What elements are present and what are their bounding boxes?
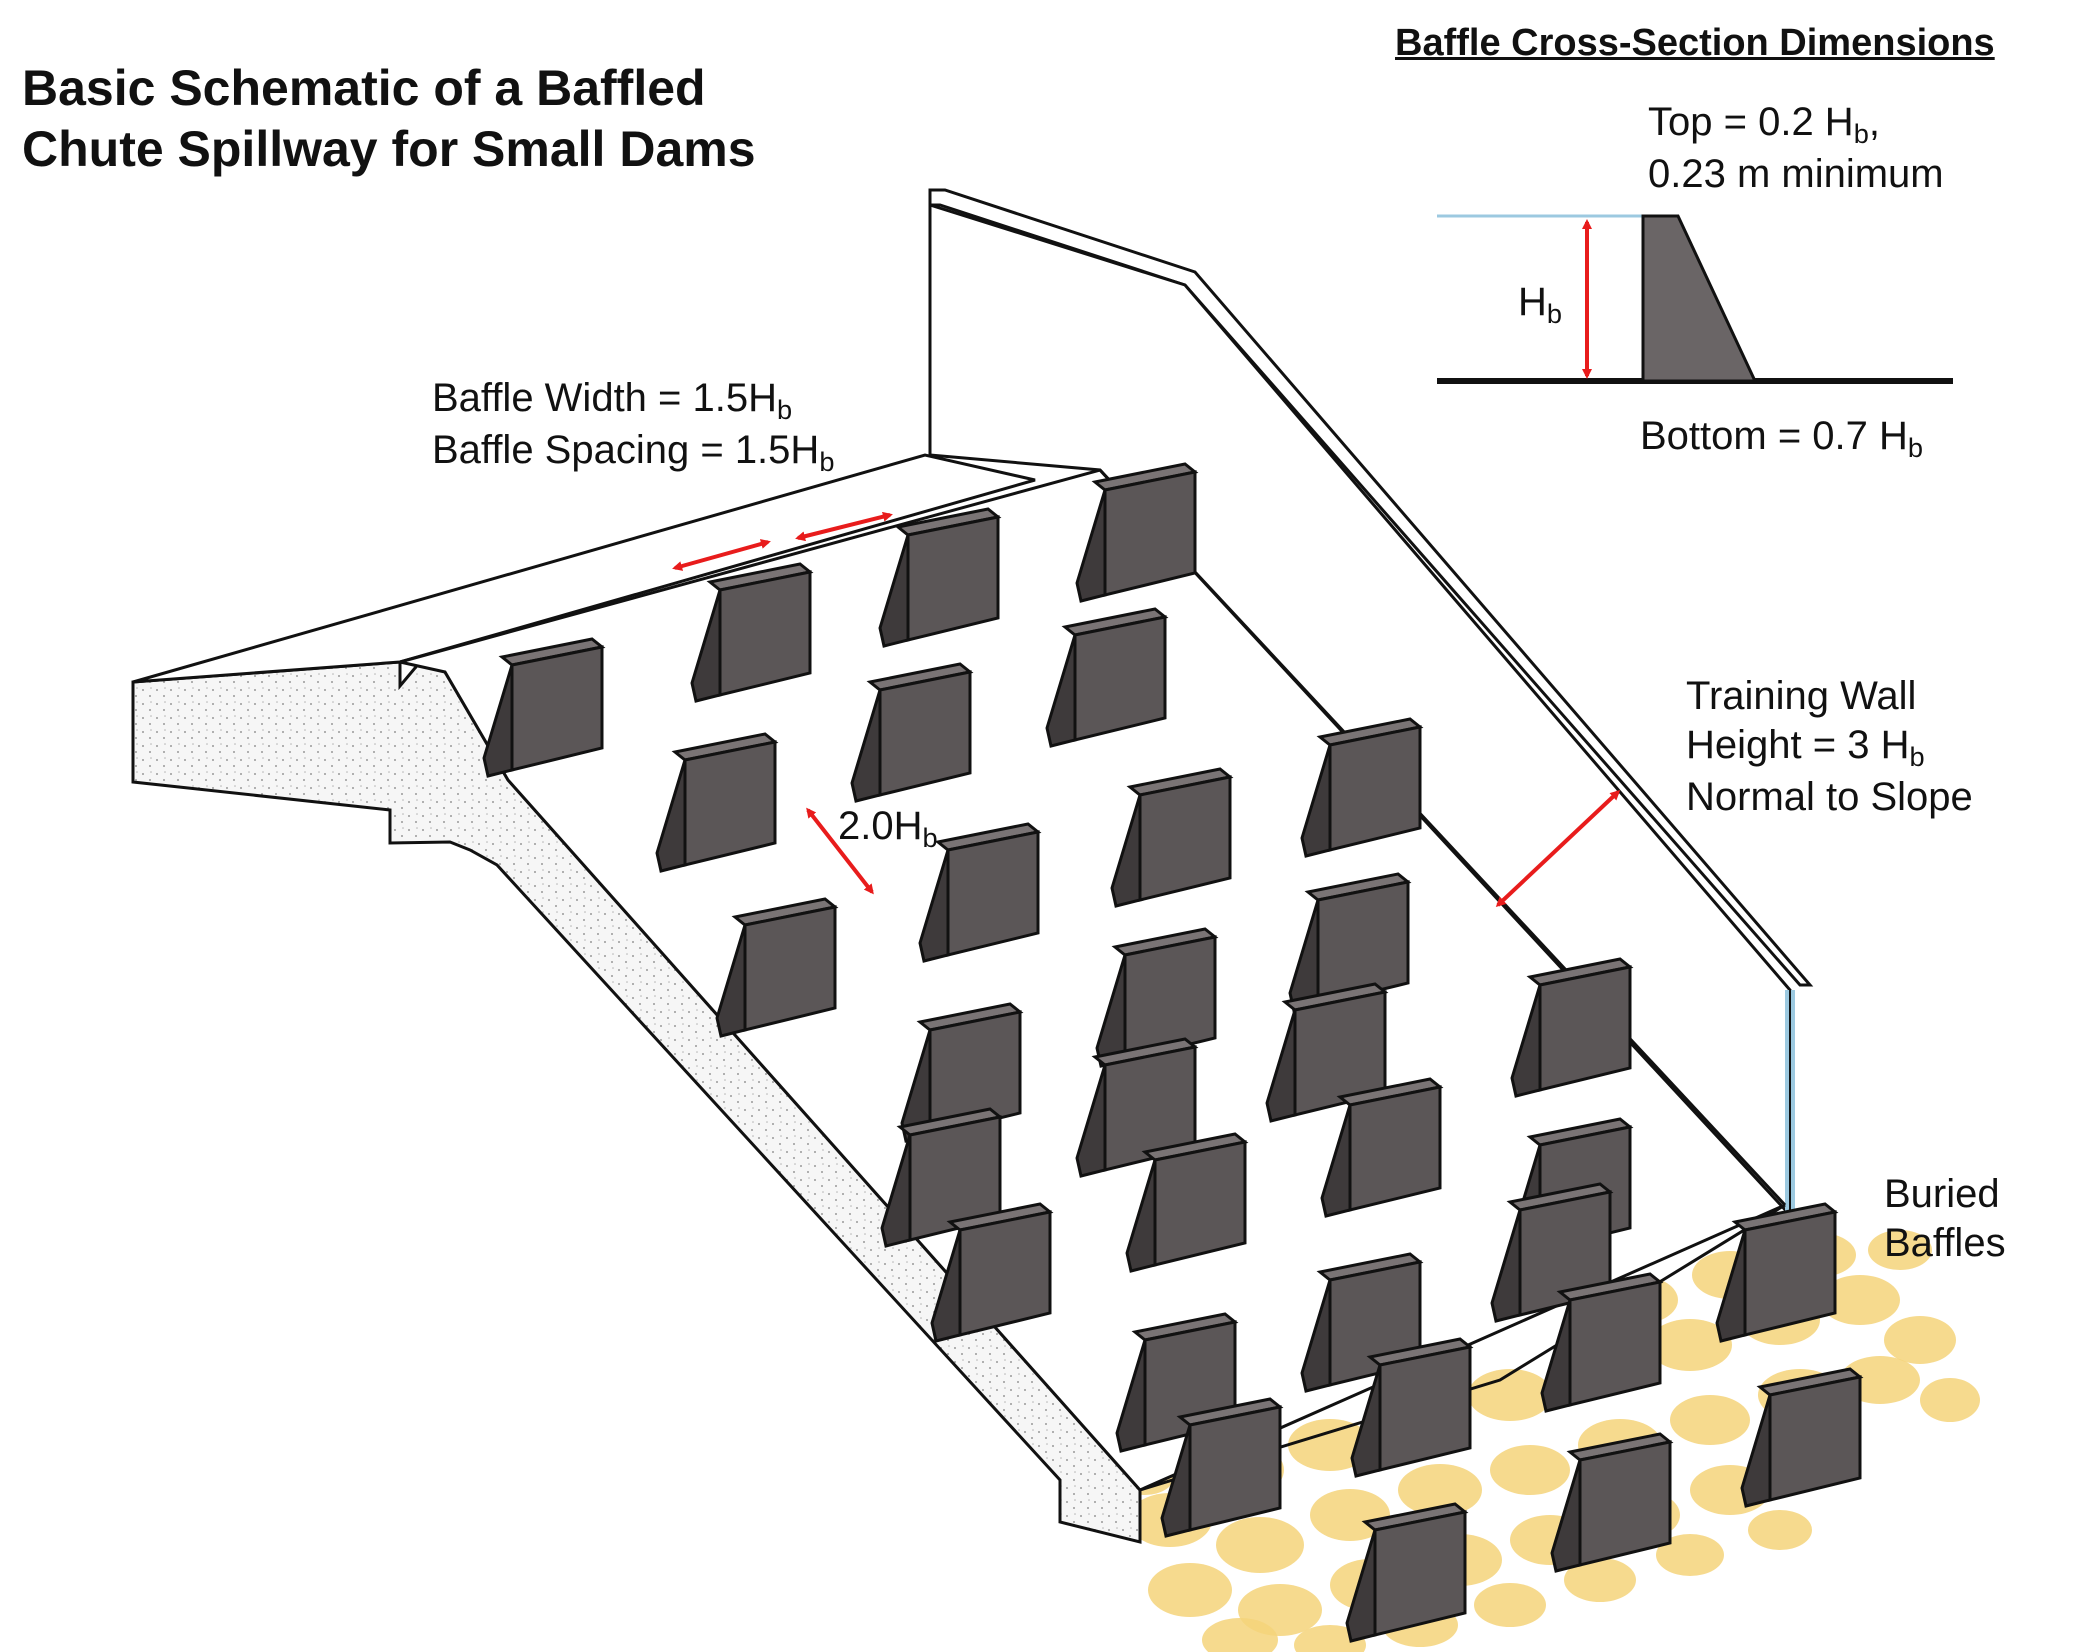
baffle-block xyxy=(1550,1432,1674,1573)
baffle-front-face xyxy=(1373,1510,1467,1637)
baffle-front-face xyxy=(1123,935,1217,1062)
baffle-front-face xyxy=(1328,725,1422,852)
baffle-front-face xyxy=(928,1010,1022,1137)
baffle-front-face xyxy=(1153,1140,1247,1267)
riprap-stone xyxy=(1820,1275,1900,1325)
baffle-front-face xyxy=(1538,965,1632,1092)
baffle-front-face xyxy=(1348,1085,1442,1212)
baffle-block xyxy=(1110,767,1234,908)
baffle-front-face xyxy=(1568,1280,1662,1407)
riprap-stone xyxy=(1748,1510,1812,1550)
wall-base-line xyxy=(1098,468,1787,1207)
cross-section-heading: Baffle Cross-Section Dimensions xyxy=(1395,22,1995,64)
riprap-stone xyxy=(1216,1517,1304,1573)
baffle-block xyxy=(1125,1132,1249,1273)
baffle-front-face xyxy=(878,670,972,797)
buried-baffles-label: Buried Baffles xyxy=(1884,1172,2006,1265)
baffle-width-arrow xyxy=(672,539,771,571)
inset-baffle-profile xyxy=(1641,214,1758,383)
riprap-stone xyxy=(1868,1230,1932,1270)
baffle-front-face xyxy=(1743,1210,1837,1337)
baffle-front-face xyxy=(906,515,1000,642)
baffle-block xyxy=(655,732,779,873)
baffle-front-face xyxy=(1316,880,1410,1007)
training-wall-label: Training Wall Height = 3 Hb Normal to Sl… xyxy=(1686,674,1973,820)
riprap-stone xyxy=(1656,1534,1724,1576)
riprap-stone xyxy=(1648,1319,1732,1371)
hb-label: Hb xyxy=(1518,280,1563,330)
baffle-block xyxy=(1160,1397,1284,1538)
riprap-stone xyxy=(1920,1378,1980,1422)
baffle-front-face xyxy=(718,570,812,697)
baffle-front-face xyxy=(958,1210,1052,1337)
title-line-1: Basic Schematic of a Baffled xyxy=(22,60,706,116)
baffle-front-face xyxy=(510,645,604,772)
baffle-block xyxy=(918,822,1042,963)
baffle-block xyxy=(690,562,814,703)
row-spacing-label: 2.0Hb xyxy=(838,804,938,854)
baffle-block xyxy=(1320,1077,1444,1218)
baffle-front-face xyxy=(946,830,1040,957)
baffle-block xyxy=(1345,1502,1469,1643)
baffle-front-face xyxy=(1138,775,1232,902)
baffle-block xyxy=(482,637,606,778)
riprap-stone xyxy=(1202,1618,1278,1652)
baffle-block xyxy=(878,507,1002,648)
riprap-stone xyxy=(1564,1558,1636,1602)
training-wall-height-arrow xyxy=(1495,789,1621,908)
baffle-block xyxy=(1300,717,1424,858)
baffle-block xyxy=(930,1202,1054,1343)
baffle-front-face xyxy=(743,905,837,1032)
riprap-stone xyxy=(1398,1464,1482,1516)
riprap-stone xyxy=(1148,1563,1232,1617)
baffle-block xyxy=(1510,957,1634,1098)
baffle-block xyxy=(850,662,974,803)
riprap-stone xyxy=(1468,1369,1552,1421)
baffle-block xyxy=(1265,982,1389,1123)
riprap-stone xyxy=(1474,1583,1546,1627)
baffle-block xyxy=(880,1107,1004,1248)
baffle-block xyxy=(1288,872,1412,1013)
baffle-spacing-arrow xyxy=(795,511,893,542)
baffle-front-face xyxy=(1768,1375,1862,1502)
row-spacing-arrow xyxy=(806,807,874,895)
spillway-crest-section xyxy=(131,660,1142,1544)
baffle-front-face xyxy=(683,740,777,867)
riprap-stone xyxy=(1490,1445,1570,1495)
crest-top-surface xyxy=(132,453,1036,684)
baffle-blocks xyxy=(482,462,1864,1643)
baffle-front-face xyxy=(1578,1440,1672,1567)
baffle-front-face xyxy=(1188,1405,1282,1532)
baffle-block xyxy=(1740,1367,1864,1508)
baffle-block xyxy=(1045,607,1169,748)
baffle-front-face xyxy=(1073,615,1167,742)
baffle-block xyxy=(1350,1337,1474,1478)
riprap-stone xyxy=(1884,1316,1956,1364)
baffle-block xyxy=(1540,1272,1664,1413)
bottom-dimension-label: Bottom = 0.7 Hb xyxy=(1640,414,1924,464)
baffle-front-face xyxy=(1378,1345,1472,1472)
riprap-stone xyxy=(1310,1489,1390,1541)
baffle-block xyxy=(1075,462,1199,603)
baffle-slope-face xyxy=(1540,1299,1572,1413)
diagram-title: Basic Schematic of a Baffled Chute Spill… xyxy=(22,58,756,180)
baffle-block xyxy=(715,897,839,1038)
baffle-block xyxy=(1715,1202,1839,1343)
baffle-width-label: Baffle Width = 1.5Hb Baffle Spacing = 1.… xyxy=(432,376,835,478)
top-dimension-label: Top = 0.2 Hb, 0.23 m minimum xyxy=(1648,100,1944,197)
baffle-block xyxy=(900,1002,1024,1143)
baffle-block xyxy=(1095,927,1219,1068)
title-line-2: Chute Spillway for Small Dams xyxy=(22,121,756,177)
riprap-stone xyxy=(1670,1395,1750,1445)
baffle-front-face xyxy=(1103,470,1197,597)
